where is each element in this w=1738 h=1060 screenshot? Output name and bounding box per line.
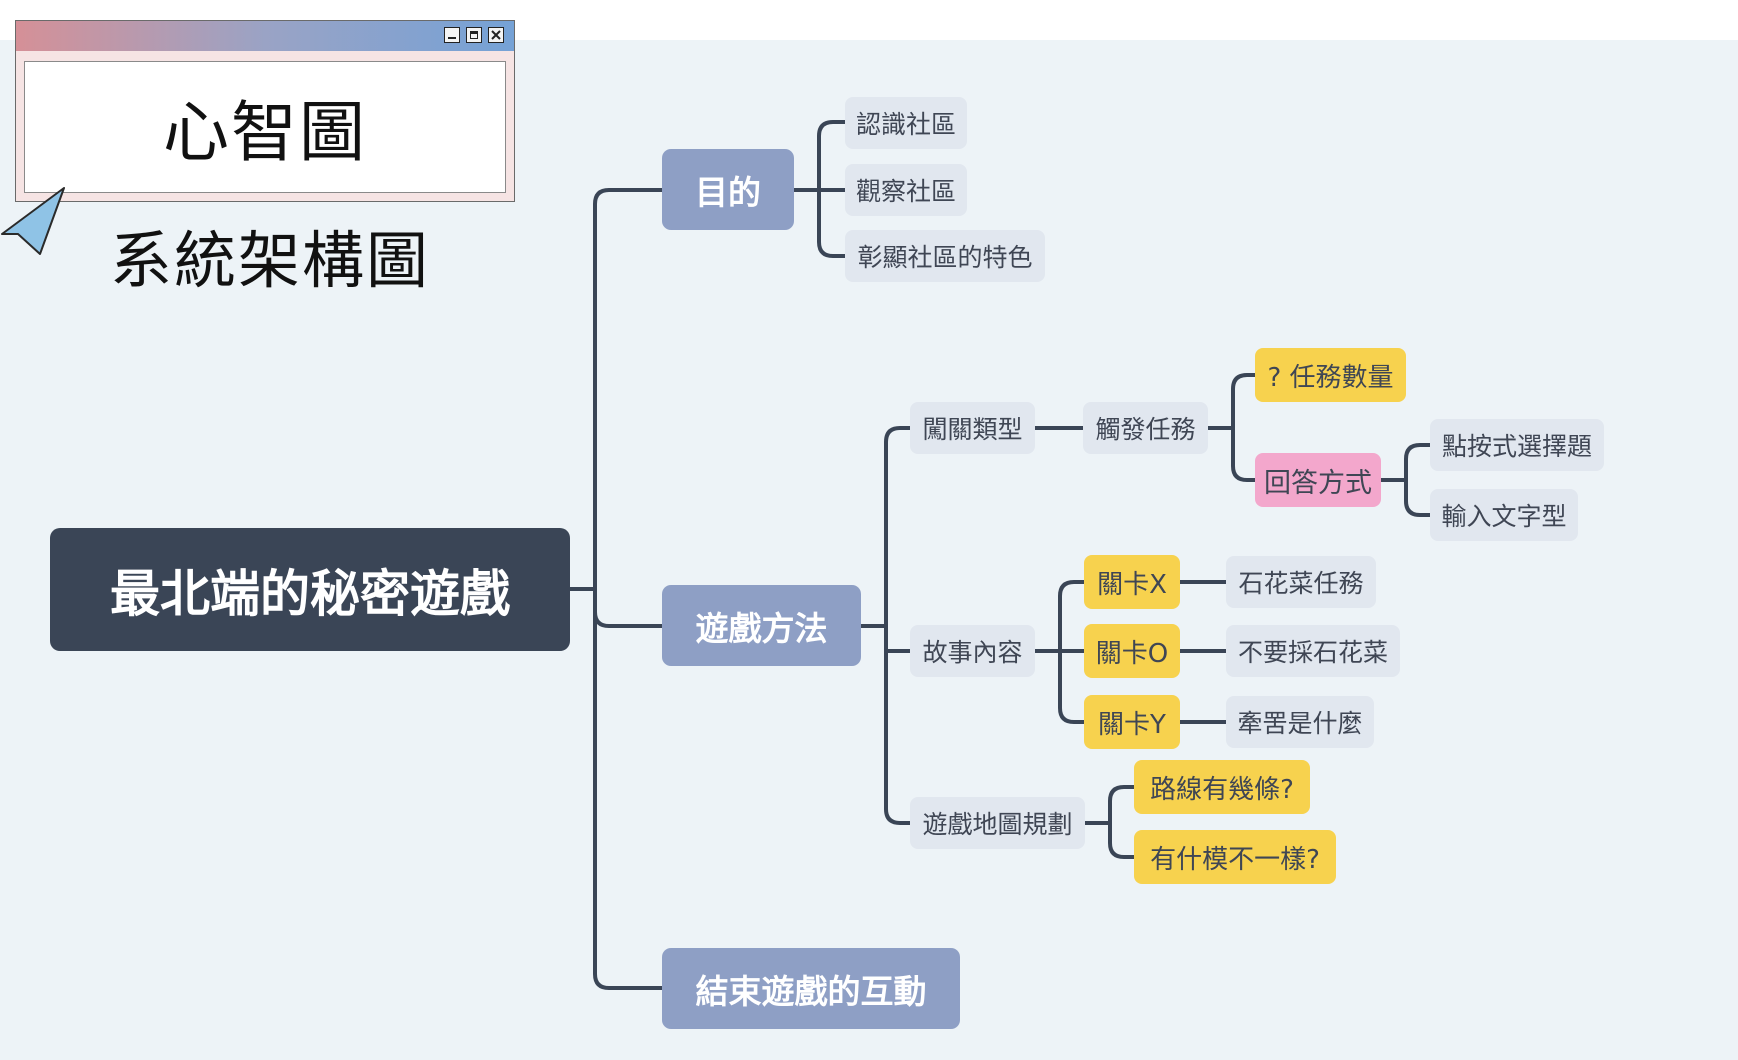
connector-story-x: [1058, 580, 1086, 653]
map-plan-differences[interactable]: 有什模不一樣?: [1134, 830, 1336, 884]
connector-root-method: [593, 587, 664, 628]
caption-text: 系統架構圖: [110, 224, 431, 297]
subtopic-map-plan[interactable]: 遊戲地圖規劃: [910, 797, 1085, 849]
subtopic-trigger-task[interactable]: 觸發任務: [1083, 402, 1208, 454]
connector-story-y: [1058, 649, 1086, 724]
level-y[interactable]: 關卡Y: [1084, 695, 1180, 749]
topic-ending[interactable]: 結束遊戲的互動: [662, 948, 960, 1029]
level-o[interactable]: 關卡O: [1084, 624, 1180, 678]
minimize-icon[interactable]: [444, 27, 460, 43]
subtopic-story[interactable]: 故事內容: [910, 625, 1035, 677]
connector-answer-1: [1404, 443, 1432, 482]
maximize-icon[interactable]: [466, 27, 482, 43]
connector-root-ending: [593, 587, 664, 990]
map-plan-routes[interactable]: 路線有幾條?: [1134, 760, 1310, 814]
level-x[interactable]: 關卡X: [1084, 555, 1180, 609]
subtopic-purpose-1[interactable]: 認識社區: [845, 97, 967, 149]
connector-method-gate: [884, 426, 912, 628]
connector-map-1: [1108, 785, 1136, 825]
connector-method-map: [884, 649, 912, 825]
connector-answer-2: [1404, 478, 1432, 517]
subtopic-answer-text[interactable]: 輸入文字型: [1430, 489, 1578, 541]
subtopic-gate-type[interactable]: 闖關類型: [910, 402, 1035, 454]
connector-trigger-answer: [1231, 426, 1257, 482]
topic-method[interactable]: 遊戲方法: [662, 585, 861, 666]
subtopic-answer-mode[interactable]: 回答方式: [1255, 453, 1381, 507]
level-x-content[interactable]: 石花菜任務: [1226, 556, 1376, 608]
connector-trigger-count: [1231, 373, 1257, 430]
subtopic-purpose-2[interactable]: 觀察社區: [845, 164, 967, 216]
root-topic[interactable]: 最北端的秘密遊戲: [50, 528, 570, 651]
level-y-content[interactable]: 牽罟是什麼: [1226, 696, 1374, 748]
window-title-text: 心智圖: [24, 61, 506, 193]
subtopic-purpose-3[interactable]: 彰顯社區的特色: [845, 230, 1045, 282]
close-icon[interactable]: [488, 27, 504, 43]
connector-purpose-3: [817, 188, 847, 258]
topic-purpose[interactable]: 目的: [662, 149, 794, 230]
connector-map-2: [1108, 821, 1136, 859]
cursor-pointer-icon: [1, 187, 65, 255]
connector-root-purpose: [593, 188, 664, 591]
subtopic-task-count[interactable]: ? 任務數量: [1255, 348, 1406, 402]
connector-purpose-1: [817, 120, 847, 192]
window-titlebar: [16, 21, 514, 51]
level-o-content[interactable]: 不要採石花菜: [1226, 625, 1400, 677]
mindmap-title-window: 心智圖: [15, 20, 515, 202]
subtopic-answer-choice[interactable]: 點按式選擇題: [1430, 419, 1604, 471]
